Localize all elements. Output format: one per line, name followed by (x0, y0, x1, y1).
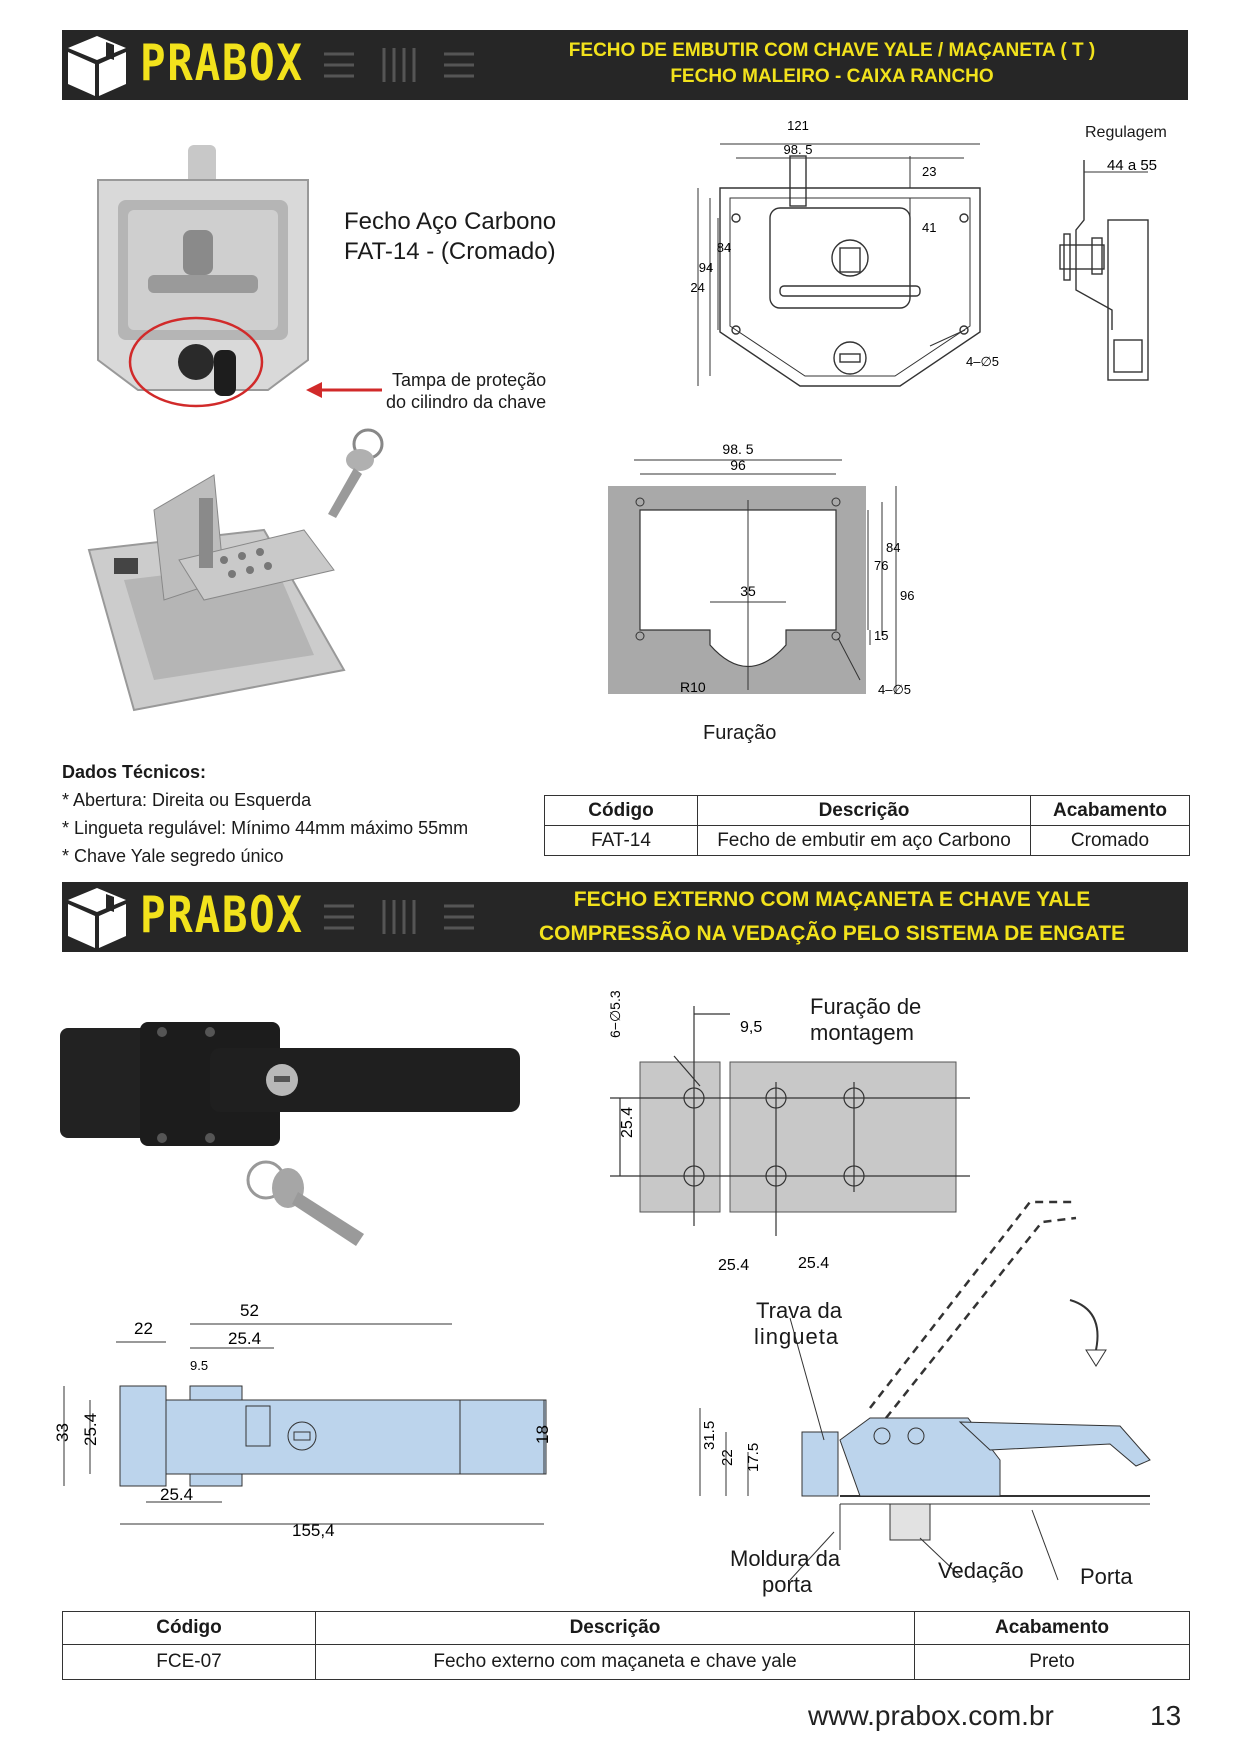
fce07-installation-drawing: 31.5 22 17.5 (699, 1200, 1151, 1581)
side-dim-25-4-bottom: 25.4 (160, 1485, 193, 1504)
trava-label-line1: Trava da (756, 1298, 843, 1323)
furacao-label: Furação (703, 722, 777, 744)
mount-label-line2: montagem (810, 1020, 914, 1045)
dim-124: 124 (690, 280, 705, 295)
regulagem-label: Regulagem (1085, 124, 1167, 141)
table-row: FCE-07 Fecho externo com maçaneta e chav… (62, 1644, 1190, 1680)
install-dim-31-5: 31.5 (701, 1421, 718, 1450)
side-dim-18: 18 (533, 1425, 552, 1444)
table-cell: Preto (914, 1644, 1190, 1680)
table-header-row: Código Descrição Acabamento (62, 1611, 1190, 1645)
dim-121: 121 (787, 118, 809, 133)
key-icon (246, 1160, 364, 1246)
mount-dim-9-5: 9,5 (740, 1019, 762, 1036)
fce07-mount-drawing: 6−∅5.3 9,5 25.4 25.4 25.4 (607, 990, 970, 1274)
table-cell: Fecho de embutir em aço Carbono (697, 825, 1031, 856)
side-dim-52: 52 (240, 1301, 259, 1320)
tech-data: Dados Técnicos: * Abertura: Direita ou E… (62, 758, 468, 870)
table-cell: FAT-14 (544, 825, 698, 856)
side-dim-22: 22 (134, 1319, 153, 1338)
prabox-box-logo-icon (68, 888, 126, 948)
install-dim-17-5: 17.5 (745, 1443, 762, 1472)
dim-4-holes: 4–∅5 (966, 354, 999, 369)
dim-41: 41 (922, 220, 936, 235)
porta-label: Porta (1080, 1564, 1133, 1589)
dim-84: 84 (717, 240, 731, 255)
fat14-front-photo (97, 145, 309, 408)
brand-logo-text: PRABOX (140, 34, 304, 92)
cutout-holes: 4–∅5 (878, 682, 911, 697)
side-dim-155-4: 155,4 (292, 1521, 335, 1540)
tech-item: * Chave Yale segredo único (62, 846, 284, 866)
section1-banner: PRABOX FECHO DE EMBUTIR COM CHAVE YALE /… (62, 30, 1188, 100)
table-row: FAT-14 Fecho de embutir em aço Carbono C… (544, 825, 1190, 856)
fat14-side-drawing: 44 a 55 (1059, 157, 1157, 381)
trava-label-line2: lingueta (754, 1324, 840, 1349)
cutout-dim-96v: 96 (900, 588, 914, 603)
fat14-back-photo (87, 474, 346, 712)
mount-label-line1: Furação de (810, 994, 922, 1019)
product-name-line2: FAT-14 - (Cromado) (344, 238, 556, 265)
product-name-line1: Fecho Aço Carbono (344, 208, 557, 235)
cutout-r10: R10 (680, 679, 706, 695)
mount-dim-25-4v: 25.4 (619, 1107, 636, 1138)
prabox-box-logo-icon (68, 36, 126, 96)
callout-line1: Tampa de proteção (392, 370, 547, 390)
mount-dim-25-4a: 25.4 (718, 1257, 749, 1274)
cutout-dim-76: 76 (874, 558, 888, 573)
table-header: Acabamento (1030, 795, 1190, 826)
table-cell: Fecho externo com maçaneta e chave yale (315, 1644, 915, 1680)
callout-line2: do cilindro da chave (386, 392, 547, 412)
table-header: Descrição (315, 1611, 915, 1645)
cutout-dim-84: 84 (886, 540, 900, 555)
fat14-cutout-drawing: 98. 5 96 35 76 84 96 15 R10 4–∅5 (608, 441, 914, 697)
dim-94: 94 (699, 260, 713, 275)
section1-title-line2: FECHO MALEIRO - CAIXA RANCHO (670, 66, 994, 87)
section1-spec-table: Código Descrição Acabamento FAT-14 Fecho… (544, 795, 1190, 856)
footer-url-link[interactable]: www.prabox.com.br (808, 1700, 1054, 1731)
table-header: Descrição (697, 795, 1031, 826)
side-dim-33: 33 (53, 1423, 72, 1442)
section2-banner: PRABOX FECHO EXTERNO COM MAÇANETA E CHAV… (62, 882, 1188, 952)
fce07-handle-photo (60, 1022, 520, 1146)
mount-dim-25-4b: 25.4 (798, 1255, 829, 1272)
side-dim-9-5: 9.5 (190, 1358, 208, 1373)
section2-spec-table: Código Descrição Acabamento FCE-07 Fecho… (62, 1611, 1190, 1680)
cutout-dim-35: 35 (740, 583, 756, 599)
cutout-dim-15: 15 (874, 628, 888, 643)
table-cell: FCE-07 (62, 1644, 316, 1680)
section1-title-line1: FECHO DE EMBUTIR COM CHAVE YALE / MAÇANE… (568, 40, 1096, 61)
dim-98-5: 98. 5 (784, 142, 813, 157)
fat14-front-drawing: 121 98. 5 23 41 124 94 84 4–∅5 (690, 118, 999, 387)
cutout-dim-98-5: 98. 5 (722, 441, 753, 457)
tech-item: * Abertura: Direita ou Esquerda (62, 790, 312, 810)
moldura-label-line1: Moldura da (730, 1546, 841, 1571)
table-header-row: Código Descrição Acabamento (544, 795, 1190, 826)
section2-title-line2: COMPRESSÃO NA VEDAÇÃO PELO SISTEMA DE EN… (538, 922, 1126, 945)
tech-title: Dados Técnicos: (62, 762, 207, 782)
brand-logo-text: PRABOX (140, 886, 304, 944)
mount-holes: 6−∅5.3 (607, 990, 623, 1038)
table-header: Código (62, 1611, 316, 1645)
cutout-dim-96: 96 (730, 457, 746, 473)
decorative-stripes (324, 48, 474, 82)
decorative-stripes (324, 900, 474, 934)
regulagem-range: 44 a 55 (1107, 157, 1157, 174)
red-arrow-icon (306, 382, 382, 398)
dim-23: 23 (922, 164, 936, 179)
moldura-label-line2: porta (762, 1572, 813, 1597)
install-dim-22: 22 (719, 1449, 736, 1466)
table-cell: Cromado (1030, 825, 1190, 856)
fce07-dimension-drawing: 22 52 25.4 9.5 33 25.4 18 25.4 155,4 (53, 1301, 552, 1540)
table-header: Acabamento (914, 1611, 1190, 1645)
key-icon (328, 428, 384, 518)
vedacao-label: Vedação (938, 1558, 1024, 1583)
section2-title-line1: FECHO EXTERNO COM MAÇANETA E CHAVE YALE (573, 888, 1091, 911)
side-dim-25-4v: 25.4 (81, 1413, 100, 1446)
table-header: Código (544, 795, 698, 826)
side-dim-25-4-top: 25.4 (228, 1329, 261, 1348)
tech-item: * Lingueta regulável: Mínimo 44mm máximo… (62, 818, 469, 838)
page-number: 13 (1150, 1700, 1182, 1731)
